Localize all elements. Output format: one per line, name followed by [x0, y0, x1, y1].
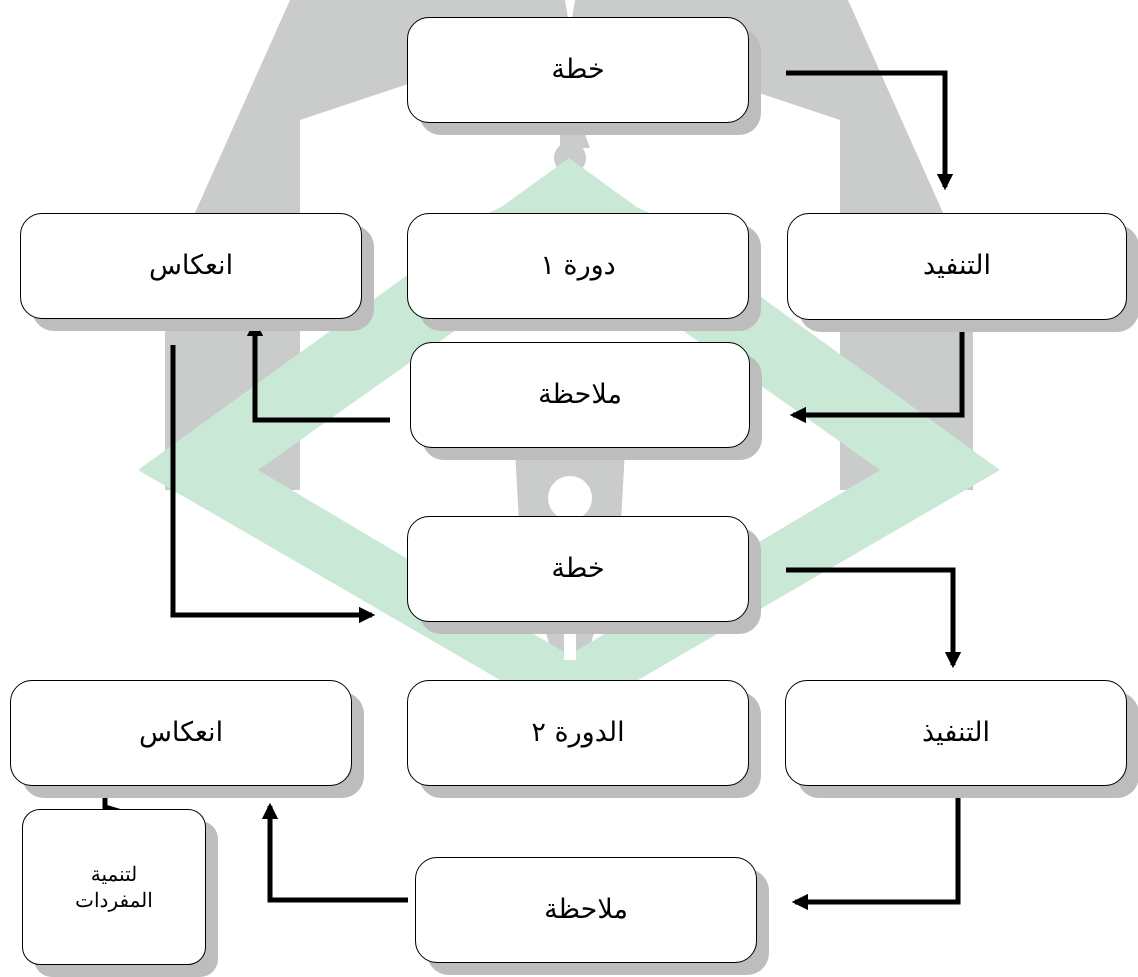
action-1-box: التنفيد — [787, 213, 1127, 320]
outcome-label: لتنمية المفردات — [75, 862, 153, 912]
reflection-1-label: انعكاس — [148, 249, 234, 281]
arrow-observation2-to-reflection2 — [261, 802, 408, 903]
cycle-1-box: دورة ١ — [407, 213, 749, 319]
observation-2-label: ملاحظة — [544, 893, 628, 925]
cycle-1-label: دورة ١ — [540, 249, 616, 281]
outcome-box: لتنمية المفردات — [22, 809, 206, 965]
arrow-observation1-to-reflection1 — [246, 319, 390, 423]
arrow-plan1-to-action1 — [786, 70, 954, 191]
reflection-2-label: انعكاس — [138, 716, 224, 748]
plan-1-box: خطة — [407, 17, 749, 123]
arrow-action2-to-observation2 — [791, 798, 961, 911]
plan-2-label: خطة — [551, 552, 605, 584]
arrow-plan2-to-action2 — [786, 567, 962, 669]
reflection-1-box: انعكاس — [20, 213, 362, 319]
reflection-2-box: انعكاس — [10, 680, 352, 786]
plan-2-box: خطة — [407, 516, 749, 622]
arrow-action1-to-observation1 — [789, 318, 965, 424]
action-1-label: التنفيد — [923, 250, 992, 282]
observation-2-box: ملاحظة — [415, 857, 757, 963]
cycle-2-box: الدورة ٢ — [407, 680, 749, 786]
observation-1-label: ملاحظة — [538, 378, 622, 410]
action-2-label: التنفيذ — [922, 716, 991, 748]
arrow-reflection1-to-plan2 — [170, 345, 376, 624]
plan-1-label: خطة — [551, 53, 605, 85]
cycle-2-label: الدورة ٢ — [531, 716, 625, 748]
observation-1-box: ملاحظة — [410, 342, 750, 448]
action-2-box: التنفيذ — [785, 680, 1127, 786]
